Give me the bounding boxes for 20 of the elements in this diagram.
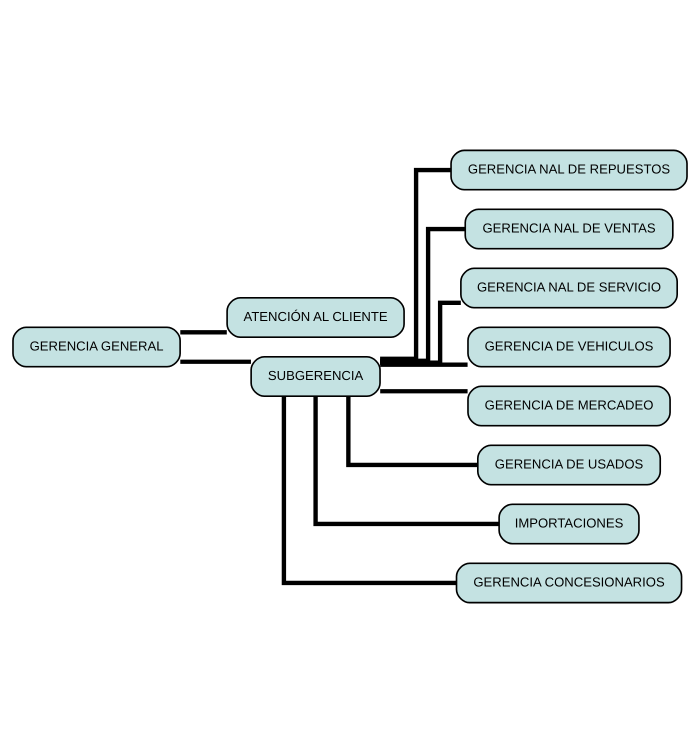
- node-box: GERENCIA DE MERCADEO: [467, 386, 671, 426]
- connector: [282, 396, 456, 586]
- node-box: SUBGERENCIA: [250, 356, 381, 397]
- connector: [380, 362, 468, 367]
- node-box: GERENCIA DE VEHICULOS: [467, 326, 671, 368]
- node-box: GERENCIA NAL DE VENTAS: [464, 208, 674, 250]
- node-box: GERENCIA NAL DE SERVICIO: [460, 268, 678, 308]
- connector: [380, 226, 466, 363]
- connector: [180, 360, 251, 364]
- node-box: GERENCIA DE USADOS: [477, 444, 662, 486]
- connector: [380, 389, 468, 394]
- node-box: IMPORTACIONES: [498, 504, 640, 544]
- connector: [313, 396, 500, 526]
- connector: [180, 330, 227, 334]
- connector: [346, 396, 478, 468]
- node-box: GERENCIA NAL DE REPUESTOS: [450, 150, 688, 191]
- node-box: GERENCIA GENERAL: [12, 326, 181, 368]
- node-box: GERENCIA CONCESIONARIOS: [456, 562, 682, 604]
- connector: [380, 168, 451, 361]
- node-box: ATENCIÓN AL CLIENTE: [226, 297, 405, 338]
